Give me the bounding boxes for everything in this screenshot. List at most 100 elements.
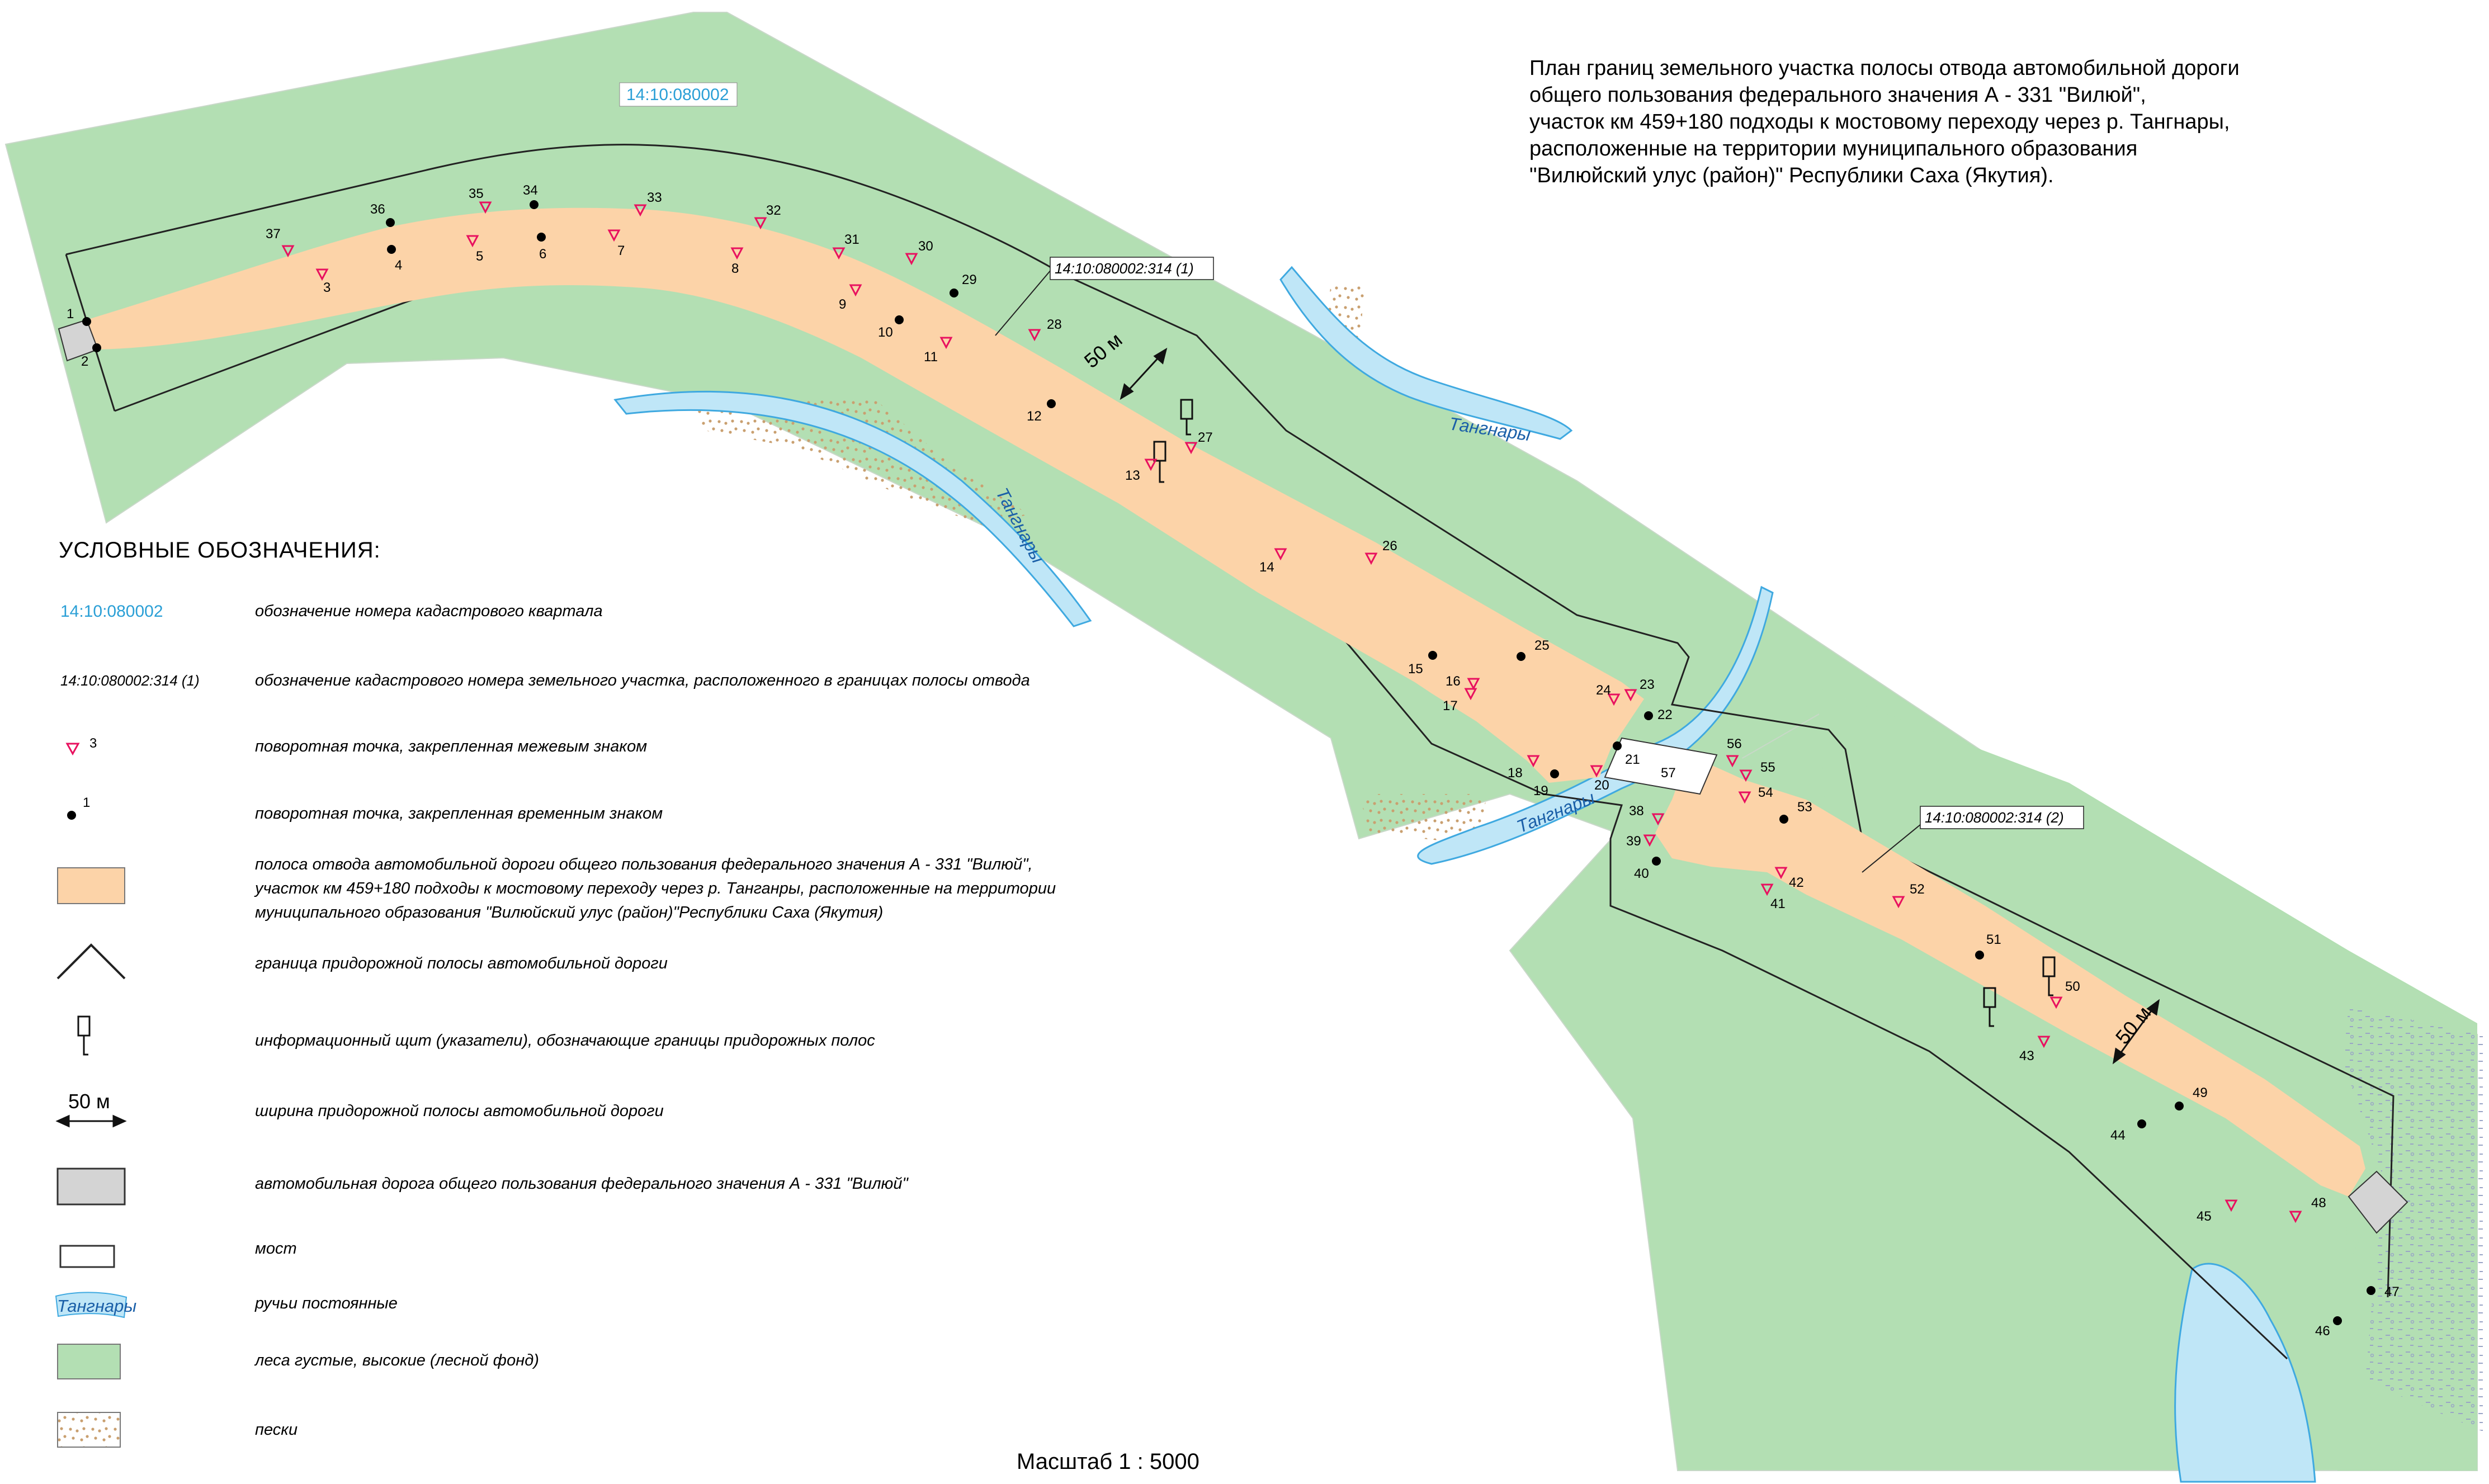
boundary-marker-icon <box>905 253 918 266</box>
temporary-point-icon <box>895 315 904 324</box>
point-number: 50 <box>2065 979 2080 994</box>
temporary-point-icon <box>1644 711 1653 720</box>
point-number: 48 <box>2311 1195 2326 1211</box>
point-number: 46 <box>2315 1324 2330 1339</box>
point-number: 22 <box>1657 707 1673 722</box>
map-scale: Масштаб 1 : 5000 <box>1017 1449 1199 1474</box>
boundary-marker-icon <box>2224 1199 2238 1212</box>
legend-item-forest: леса густые, высокие (лесной фонд) <box>255 1349 1127 1373</box>
point-number: 36 <box>370 202 385 217</box>
temporary-point-icon <box>1779 815 1788 824</box>
point-number: 49 <box>2193 1085 2208 1100</box>
sand-area-1 <box>693 397 1029 526</box>
boundary-marker-icon <box>1739 769 1753 782</box>
boundary-marker-icon <box>1144 459 1158 471</box>
title-line: общего пользования федерального значения… <box>1529 83 2146 107</box>
boundary-marker-icon <box>1643 834 1656 847</box>
point-number: 24 <box>1596 683 1611 698</box>
parcel1-label-box <box>1050 257 1214 280</box>
legend-width-arrow <box>55 1114 127 1128</box>
point-number: 19 <box>1533 783 1548 798</box>
point-number: 30 <box>918 239 933 254</box>
legend-item-sign: информационный щит (указатели), обознача… <box>255 1029 1127 1053</box>
boundary-marker-icon <box>939 337 953 349</box>
parcel1-leader <box>995 269 1052 336</box>
temporary-point-icon <box>530 200 539 209</box>
road-segment-east <box>2348 1170 2408 1234</box>
info-sign-icon <box>2042 956 2056 996</box>
point-number: 38 <box>1629 804 1644 819</box>
temporary-point-icon <box>2175 1102 2184 1110</box>
boundary-marker-icon <box>1774 867 1788 880</box>
point-number: 25 <box>1534 638 1550 653</box>
legend-item-text: поворотная точка, закрепленная временным… <box>255 805 663 823</box>
width-arrow-2 <box>2112 999 2160 1065</box>
title-line: участок км 459+180 подходы к мостовому п… <box>1529 110 2230 134</box>
point-number: 10 <box>878 325 893 340</box>
legend-strip-swatch <box>57 867 125 904</box>
point-number: 27 <box>1198 430 1213 445</box>
point-number: 1 <box>67 306 74 322</box>
right-of-way-strip-west <box>87 207 1644 783</box>
boundary-marker-icon <box>281 245 295 258</box>
boundary-marker-icon <box>754 217 767 230</box>
point-number: 43 <box>2019 1048 2034 1064</box>
point-number: 23 <box>1640 677 1655 692</box>
legend-item-width: ширина придорожной полосы автомобильной … <box>255 1099 1127 1123</box>
boundary-marker-icon <box>1028 329 1041 342</box>
boundary-marker-icon <box>849 284 862 297</box>
temporary-point-icon <box>82 317 91 326</box>
legend-item-text: муниципального образования "Вилюйский ул… <box>255 904 884 921</box>
legend-sand-swatch <box>57 1412 121 1448</box>
quarter-label-box <box>619 82 738 107</box>
legend-width-sample: 50 м <box>68 1090 110 1113</box>
temporary-point-icon <box>387 245 396 254</box>
boundary-marker-icon <box>479 201 492 214</box>
legend-item-roadside: граница придорожной полосы автомобильной… <box>255 952 1127 976</box>
point-number: 44 <box>2110 1128 2126 1143</box>
legend-item-strip: полоса отвода автомобильной дороги общег… <box>255 853 1127 925</box>
point-number: 41 <box>1770 896 1786 911</box>
legend-heading: УСЛОВНЫЕ ОБОЗНАЧЕНИЯ: <box>59 538 381 563</box>
point-number: 54 <box>1758 785 1773 800</box>
point-number: 29 <box>962 272 977 287</box>
boundary-marker-icon <box>1467 678 1480 691</box>
point-number: 4 <box>395 258 402 273</box>
info-sign-icon <box>1153 441 1166 483</box>
legend-parcel-sample: 14:10:080002:314 (1) <box>60 672 200 689</box>
temporary-point-icon <box>950 289 958 297</box>
temporary-point-icon <box>1613 741 1622 750</box>
point-number: 45 <box>2197 1209 2212 1224</box>
point-number: 21 <box>1625 752 1640 767</box>
temporary-point-icon <box>1428 651 1437 660</box>
legend-road-swatch <box>56 1168 126 1206</box>
point-number: 16 <box>1446 674 1461 689</box>
point-number: 37 <box>266 226 281 242</box>
boundary-marker-icon <box>1464 688 1477 701</box>
legend-item-bridge: мост <box>255 1237 1127 1261</box>
temporary-point-icon <box>2333 1316 2342 1325</box>
boundary-marker-icon <box>1274 548 1287 561</box>
point-number: 2 <box>81 354 88 369</box>
legend-item-text: информационный щит (указатели), обознача… <box>255 1032 875 1050</box>
boundary-marker-icon <box>1624 689 1637 702</box>
point-number: 11 <box>924 349 938 365</box>
legend-item-sand: пески <box>255 1418 1127 1442</box>
boundary-marker-icon <box>466 235 479 248</box>
legend-item-text: пески <box>255 1421 298 1439</box>
lake-south <box>2174 1263 2316 1483</box>
legend-stream-sample: Тангнары <box>57 1296 136 1316</box>
legend-temp-number: 1 <box>83 795 90 810</box>
temporary-point-icon <box>386 218 395 227</box>
title-line: План границ земельного участка полосы от… <box>1529 56 2240 80</box>
legend-item-text: обозначение номера кадастрового квартала <box>255 602 603 620</box>
legend-item-text: участок км 459+180 подходы к мостовому п… <box>255 880 1056 897</box>
roadside-boundary-north <box>65 144 2394 1298</box>
point-number: 55 <box>1760 760 1775 775</box>
point-number: 33 <box>647 190 662 205</box>
width-arrow-1 <box>1120 347 1168 400</box>
temporary-point-icon <box>537 233 546 242</box>
legend-sign-icon <box>77 1015 91 1056</box>
temporary-point-icon <box>1047 399 1056 408</box>
